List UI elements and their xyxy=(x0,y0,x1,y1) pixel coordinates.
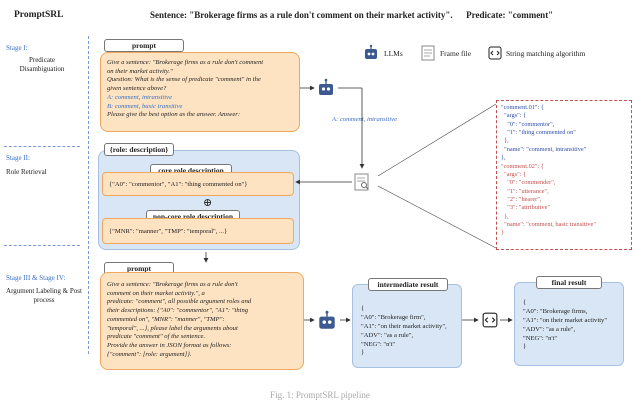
stage1-answer: A: comment, intransitive xyxy=(332,116,398,123)
inter-lines-line: "A0": "Brokerage firm", xyxy=(361,313,426,321)
stage-1-label: Stage I: xyxy=(6,44,28,52)
string-match-icon xyxy=(482,312,498,328)
frame-file-box: "comment.01": { "args": { "0": "commento… xyxy=(496,100,632,250)
legend-llm: LLMs xyxy=(384,49,403,58)
frame-lines-line: "0": "commentor", xyxy=(501,120,555,128)
stage-divider-2 xyxy=(4,245,80,246)
noncore-role-box: {"MNR": "manner", "TMP": "temporal", ...… xyxy=(102,218,294,244)
stage2-tag: {role: description} xyxy=(104,143,174,156)
legend-match: String matching algorithm xyxy=(506,49,586,58)
stage-divider-1 xyxy=(4,146,80,147)
frame-lines-line: "comment.02": { xyxy=(501,162,544,170)
frame-file-lines: "comment.01": { "args": { "0": "commento… xyxy=(501,104,596,238)
frame-lines-line: "args": { xyxy=(501,112,527,120)
frame-lines-line: "3": "attributive" xyxy=(501,204,550,212)
llm-robot-icon-1 xyxy=(316,78,336,98)
final-lines-line: { xyxy=(523,299,527,306)
frame-lines-line: "1": "utterance", xyxy=(501,187,549,195)
sentence-text: "Brokerage firms as a rule don't comment… xyxy=(189,10,453,20)
stage3-prompt-tag: prompt xyxy=(104,262,174,275)
frame-lines-line: }, xyxy=(501,137,509,145)
final-result-box: {"A0": "Brokerage firms,"A1": "on their … xyxy=(514,282,624,366)
frame-file-icon xyxy=(420,44,436,62)
final-result-lines: {"A0": "Brokerage firms,"A1": "on their … xyxy=(523,299,607,352)
frame-lines-line: "0": "commender", xyxy=(501,179,556,187)
inter-lines-line: { xyxy=(361,305,365,312)
frame-lines-line: }, xyxy=(501,154,506,162)
inter-lines-line: } xyxy=(361,349,365,357)
frame-lines-line: "name": "comment, basic transitive" xyxy=(501,221,596,229)
predicate-text: "comment" xyxy=(507,10,554,20)
intermediate-result-title: intermediate result xyxy=(368,278,448,291)
final-lines-line: "A0": "Brokerage firms, xyxy=(523,307,588,315)
stage-2-desc: Role Retrieval xyxy=(6,168,47,176)
frame-lines-line: }, xyxy=(501,212,509,220)
final-lines-line: "A1": "on their market activity" xyxy=(523,316,608,324)
stage3-prompt-box: Give a sentence: "Brokerage firms as a r… xyxy=(100,272,304,370)
final-lines-line: } xyxy=(523,343,527,351)
plus-icon: ⊕ xyxy=(203,197,213,209)
inter-lines-line: "ADV": "as a rule", xyxy=(361,331,414,339)
robot-icon xyxy=(362,44,380,62)
frame-file-center-icon xyxy=(352,172,372,192)
final-lines-line: "ADV": "as a rule", xyxy=(523,325,576,333)
stage-3-desc: Argument Labeling & Post process xyxy=(6,287,82,304)
figure-caption: Fig. 1: PromptSRL pipeline xyxy=(270,390,370,400)
sidebar-divider xyxy=(88,36,89,354)
stage1-prompt-tag: prompt xyxy=(104,39,184,52)
frame-lines-line: "name": "comment, intransitive" xyxy=(501,145,587,153)
stage-1-desc: Predicate Disambiguation xyxy=(19,56,65,73)
frame-lines-line: "comment.01": { xyxy=(501,104,544,111)
legend-frame: Frame file xyxy=(440,49,472,58)
frame-lines-line: "2": "hearer", xyxy=(501,195,542,203)
stage-3-label: Stage III & Stage IV: xyxy=(6,274,66,282)
intermediate-result-box: {"A0": "Brokerage firm","A1": "on their … xyxy=(352,284,462,368)
final-lines-line: "NEG": "n't" xyxy=(523,334,558,342)
inter-lines-line: "NEG": "n't" xyxy=(361,340,396,348)
stage1-prompt-box: Give a sentence: "Brokerage firms as a r… xyxy=(100,52,300,132)
sidebar-title: PromptSRL xyxy=(14,10,64,20)
stage-2-label: Stage II: xyxy=(6,154,30,162)
intermediate-result-lines: {"A0": "Brokerage firm","A1": "on their … xyxy=(361,305,447,358)
code-icon xyxy=(488,46,502,60)
llm-robot-icon-2 xyxy=(316,310,338,332)
noncore-role-text: {"MNR": "manner", "TMP": "temporal", ...… xyxy=(109,228,228,235)
frame-lines-line: "1": "thing commented on" xyxy=(501,129,576,137)
core-role-text: {"A0": "commentor", "A1": "thing comment… xyxy=(109,181,248,188)
frame-lines-line: "args": { xyxy=(501,170,527,178)
final-result-title: final result xyxy=(536,276,602,289)
core-role-box: {"A0": "commentor", "A1": "thing comment… xyxy=(102,172,294,196)
inter-lines-line: "A1": "on their market activity", xyxy=(361,322,447,330)
header-sentence: Sentence: "Brokerage firms as a rule don… xyxy=(150,10,554,20)
frame-lines-line: } xyxy=(501,229,505,237)
